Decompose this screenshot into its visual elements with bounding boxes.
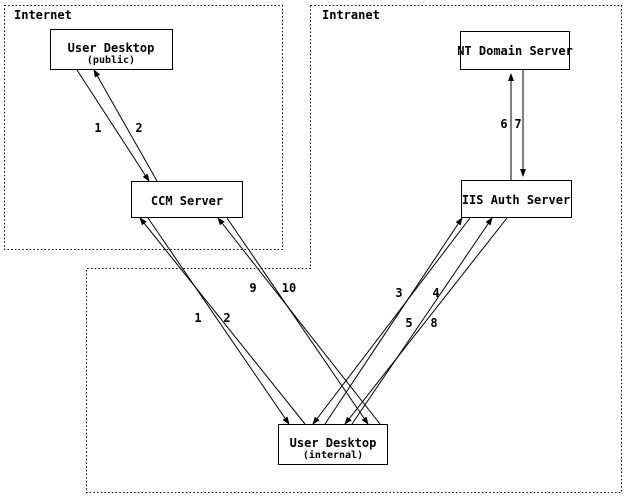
edge-1-desktop-public-to-ccm xyxy=(76,69,150,182)
edge-label-step2-upper: 2 xyxy=(135,121,142,135)
node-nt-domain-server xyxy=(460,31,570,70)
node-user-desktop-public xyxy=(50,29,173,70)
node-iis-auth-server xyxy=(461,180,572,218)
edge-label-step2-lower: 2 xyxy=(223,311,230,325)
node-ccm-server xyxy=(131,181,243,218)
internet-zone-outline xyxy=(4,5,283,250)
edge-label-step6: 6 xyxy=(500,117,507,131)
node-iis-auth-server-title: IIS Auth Server xyxy=(462,193,570,207)
node-user-desktop-internal-subtitle: (internal) xyxy=(303,449,363,461)
edge-label-step3: 3 xyxy=(395,286,402,300)
edge-8-iis-to-desktop-internal xyxy=(344,217,508,425)
edge-4-iis-to-desktop-internal xyxy=(312,217,471,425)
edge-label-step1-lower: 1 xyxy=(194,311,201,325)
intranet-zone-label: Intranet xyxy=(322,8,380,22)
edge-2-ccm-to-desktop-public xyxy=(93,69,158,182)
edge-label-step4: 4 xyxy=(432,286,439,300)
edge-label-step10: 10 xyxy=(282,281,296,295)
edge-label-step7: 7 xyxy=(514,117,521,131)
edge-label-step5: 5 xyxy=(405,316,412,330)
edge-1-desktop-internal-to-ccm xyxy=(139,217,306,425)
edge-label-step8: 8 xyxy=(430,316,437,330)
internet-zone-label: Internet xyxy=(14,8,72,22)
edge-label-step1-upper: 1 xyxy=(94,121,101,135)
edge-label-step9: 9 xyxy=(249,281,256,295)
edge-5-desktop-internal-to-iis xyxy=(351,217,493,425)
node-user-desktop-public-title: User Desktop xyxy=(68,41,155,55)
edge-3-desktop-internal-to-iis xyxy=(324,217,463,425)
node-user-desktop-public-subtitle: (public) xyxy=(87,54,135,66)
edge-9-desktop-internal-to-ccm xyxy=(217,217,381,425)
intranet-zone-outline xyxy=(86,5,622,493)
edge-2-ccm-to-desktop-internal xyxy=(147,217,290,425)
edge-10-ccm-to-desktop-internal xyxy=(226,217,369,425)
node-user-desktop-internal-title: User Desktop xyxy=(290,436,377,450)
node-nt-domain-server-title: NT Domain Server xyxy=(457,44,573,58)
node-user-desktop-internal xyxy=(278,424,388,465)
node-ccm-server-title: CCM Server xyxy=(151,194,223,208)
